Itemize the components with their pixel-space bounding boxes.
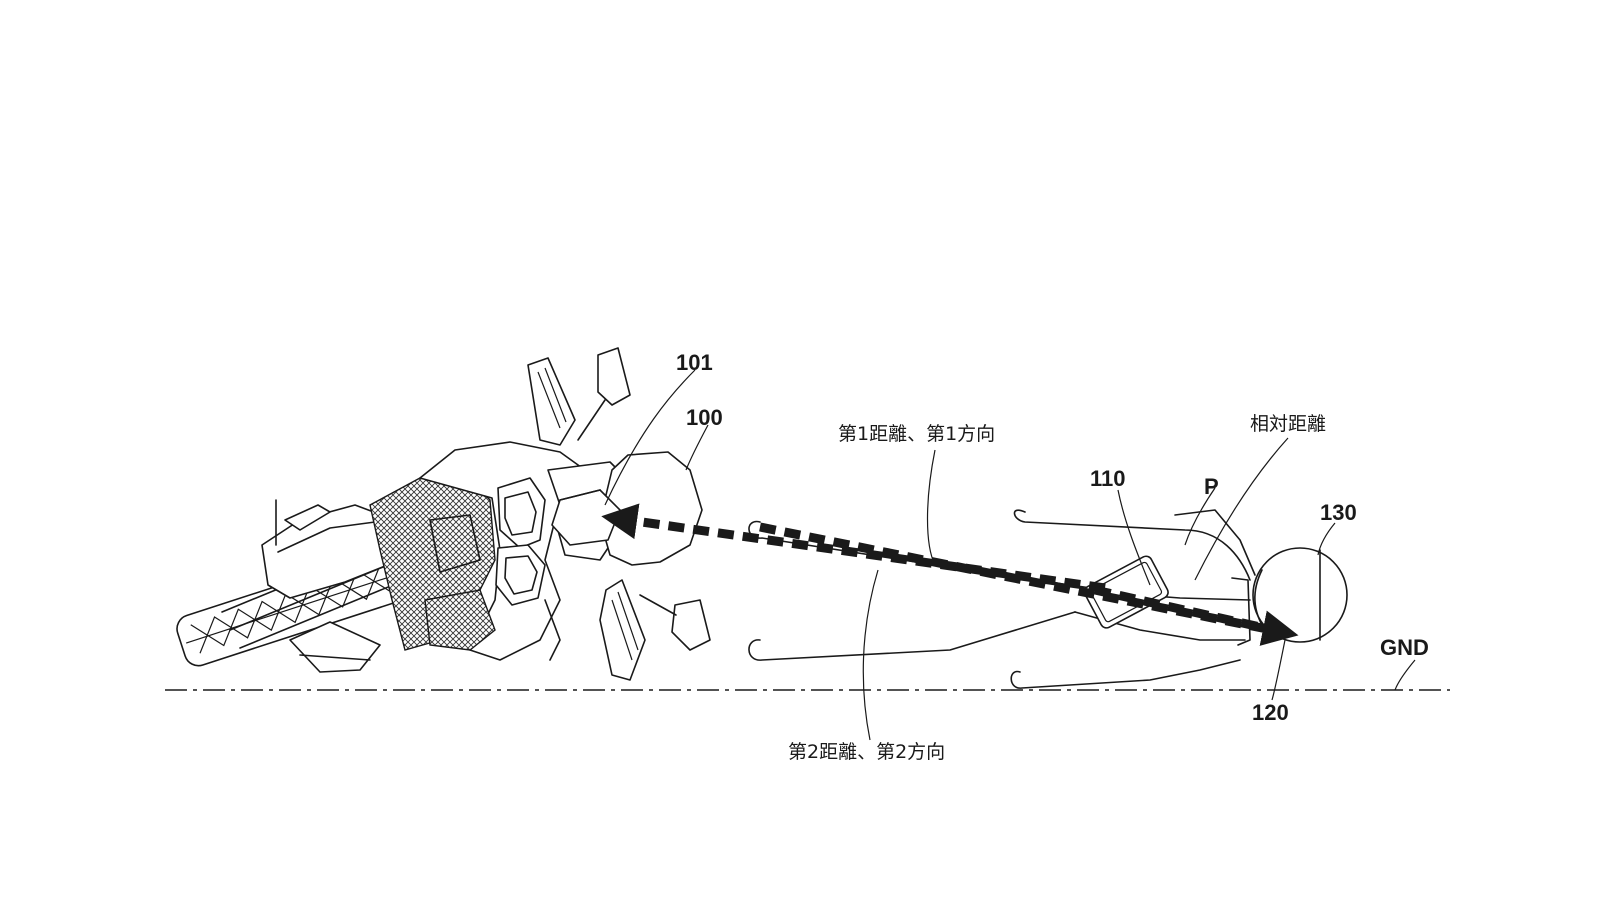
fallen-motorcycle-icon xyxy=(176,347,711,681)
helmet-icon xyxy=(1252,547,1348,643)
ref-101-label: 101 xyxy=(676,350,713,375)
first-distance-arrow xyxy=(601,503,1106,593)
second-distance-arrow xyxy=(759,522,1299,646)
first-distance-direction-label: 第1距離、第1方向 xyxy=(838,423,995,445)
ref-130-label: 130 xyxy=(1320,500,1357,525)
ref-gnd-label: GND xyxy=(1380,635,1429,660)
ref-120-label: 120 xyxy=(1252,700,1289,725)
smartphone-icon xyxy=(1083,555,1169,629)
relative-distance-label: 相対距離 xyxy=(1250,413,1326,435)
second-distance-direction-label: 第2距離、第2方向 xyxy=(788,741,945,763)
ref-110-label: 110 xyxy=(1090,466,1126,491)
ref-p-label: P xyxy=(1204,474,1219,499)
relative-distance-arrow xyxy=(1094,585,1266,633)
ref-100-label: 100 xyxy=(686,405,723,430)
